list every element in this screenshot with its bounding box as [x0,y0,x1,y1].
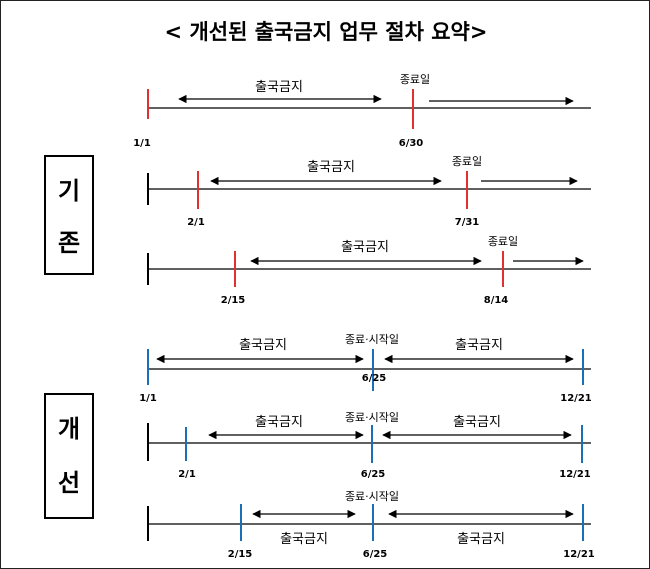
start-date: 1/1 [139,393,157,404]
end-date: 12/21 [559,469,591,480]
end-label: 종료일 [488,234,518,248]
diagram-title: < 개선된 출국금지 업무 절차 요약> [165,20,488,44]
section-box-after [44,393,94,519]
start-date: 2/15 [228,549,253,560]
end-label: 종료일 [400,72,430,86]
after-timeline-2: 출국금지 출국금지 종료·시작일 2/1 6/25 12/21 [147,410,591,480]
section-label-before-2: 존 [58,229,80,257]
ban-label-2: 출국금지 [453,415,501,430]
end-start-label: 종료·시작일 [345,489,399,503]
ban-label-1: 출국금지 [255,415,303,430]
mid-date: 6/25 [361,469,386,480]
start-date: 2/1 [178,469,196,480]
section-label-after-1: 개 [58,415,80,443]
start-date: 2/1 [187,217,205,228]
ban-label: 출국금지 [307,160,355,175]
ban-label-2: 출국금지 [455,338,503,353]
end-date: 7/31 [455,217,480,228]
before-timeline-3: 출국금지 종료일 2/15 8/14 [147,234,591,306]
end-date: 8/14 [484,295,509,306]
end-start-label: 종료·시작일 [345,410,399,424]
ban-label-2: 출국금지 [457,532,505,547]
ban-label-1: 출국금지 [239,338,287,353]
end-start-label: 종료·시작일 [345,332,399,346]
section-label-after-2: 선 [58,469,80,497]
section-box-before [44,155,94,275]
start-date: 2/15 [221,295,246,306]
mid-date: 6/25 [363,549,388,560]
ban-label: 출국금지 [255,80,303,95]
mid-date: 6/25 [362,373,387,384]
end-date: 6/30 [399,138,424,149]
before-timeline-1: 출국금지 종료일 1/1 6/30 [133,72,591,149]
start-date: 1/1 [133,138,151,149]
after-timeline-1: 출국금지 출국금지 종료·시작일 1/1 6/25 12/21 [139,332,592,404]
end-date: 12/21 [563,549,595,560]
ban-label: 출국금지 [341,240,389,255]
after-timeline-3: 종료·시작일 출국금지 출국금지 2/15 6/25 12/21 [147,489,595,560]
end-date: 12/21 [560,393,592,404]
ban-label-1: 출국금지 [280,532,328,547]
end-label: 종료일 [452,154,482,168]
before-timeline-2: 출국금지 종료일 2/1 7/31 [147,154,591,228]
section-label-before-1: 기 [58,177,80,205]
